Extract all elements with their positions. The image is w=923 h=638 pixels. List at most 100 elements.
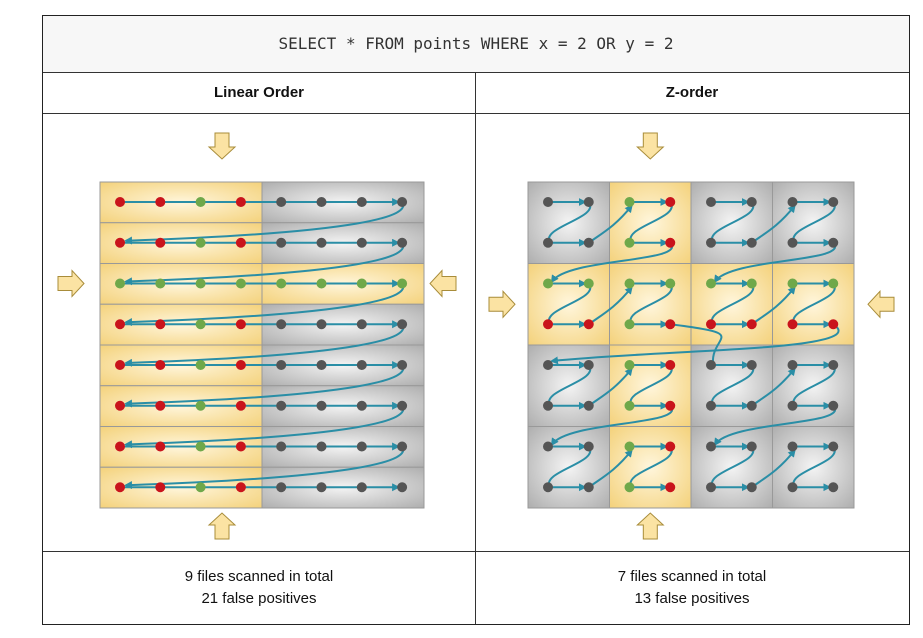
data-point <box>195 360 206 370</box>
data-point <box>316 482 327 493</box>
data-point <box>665 360 676 370</box>
data-point <box>665 237 676 248</box>
data-point <box>195 197 206 207</box>
data-point <box>583 441 594 452</box>
data-point <box>356 400 367 411</box>
data-point <box>155 278 166 289</box>
data-point <box>235 237 246 248</box>
query-text: SELECT * FROM points WHERE x = 2 OR y = … <box>43 16 909 72</box>
data-point <box>195 237 206 248</box>
divider <box>43 72 909 73</box>
data-point <box>746 360 757 370</box>
data-point <box>115 482 125 493</box>
left-arrow-icon <box>867 290 895 319</box>
data-point <box>706 441 716 452</box>
data-point <box>746 237 757 248</box>
data-point <box>787 319 798 330</box>
data-point <box>706 237 716 248</box>
data-point <box>235 319 246 330</box>
path-jump <box>670 323 723 364</box>
data-point <box>316 237 327 248</box>
data-point <box>543 197 553 207</box>
data-point <box>115 400 125 411</box>
data-point <box>543 482 553 493</box>
files-scanned-text: 7 files scanned in total <box>617 568 767 585</box>
data-point <box>706 360 716 370</box>
data-point <box>316 319 327 330</box>
data-point <box>115 237 125 248</box>
z-order-summary: 7 files scanned in total 13 false positi… <box>476 552 908 624</box>
data-point <box>195 441 206 452</box>
data-point <box>115 278 125 289</box>
path-jump <box>713 405 837 447</box>
z-order-heading: Z-order <box>665 84 719 101</box>
data-point <box>397 400 408 411</box>
data-point <box>665 278 676 289</box>
data-point <box>706 400 716 411</box>
divider <box>43 113 909 114</box>
up-arrow-icon <box>636 512 665 540</box>
data-point <box>828 237 839 248</box>
data-point <box>706 319 716 330</box>
data-point <box>543 237 553 248</box>
data-point <box>624 197 635 207</box>
data-point <box>276 237 287 248</box>
data-point <box>397 319 408 330</box>
data-point <box>706 482 716 493</box>
data-point <box>665 197 676 207</box>
data-point <box>828 319 839 330</box>
data-point <box>828 482 839 493</box>
data-point <box>115 319 125 330</box>
path-jump <box>713 242 837 284</box>
comparison-table: SELECT * FROM points WHERE x = 2 OR y = … <box>42 15 910 625</box>
data-point <box>235 278 246 289</box>
data-point <box>624 441 635 452</box>
path-jump <box>550 405 674 447</box>
data-point <box>624 482 635 493</box>
data-point <box>276 400 287 411</box>
data-point <box>276 319 287 330</box>
data-point <box>543 319 553 330</box>
data-point <box>397 237 408 248</box>
data-point <box>583 278 594 289</box>
path-wrap <box>124 242 405 286</box>
data-point <box>115 360 125 370</box>
data-point <box>356 482 367 493</box>
data-point <box>787 278 798 289</box>
data-point <box>195 482 206 493</box>
right-arrow-icon <box>57 269 85 298</box>
data-point <box>155 360 166 370</box>
data-point <box>665 482 676 493</box>
data-point <box>155 237 166 248</box>
down-arrow-icon <box>636 132 665 160</box>
data-point <box>746 482 757 493</box>
column-divider <box>475 73 476 624</box>
data-point <box>624 278 635 289</box>
data-point <box>746 319 757 330</box>
data-point <box>543 360 553 370</box>
data-point <box>316 400 327 411</box>
data-point <box>356 278 367 289</box>
files-scanned-text: 9 files scanned in total <box>184 568 334 585</box>
z-order-diagram <box>488 132 895 540</box>
data-point <box>787 400 798 411</box>
data-point <box>356 441 367 452</box>
data-point <box>787 360 798 370</box>
data-point <box>828 278 839 289</box>
left-arrow-icon <box>429 269 457 298</box>
data-point <box>195 319 206 330</box>
data-point <box>235 360 246 370</box>
data-point <box>787 482 798 493</box>
data-point <box>155 319 166 330</box>
linear-order-summary: 9 files scanned in total 21 false positi… <box>43 552 475 624</box>
data-point <box>583 360 594 370</box>
data-point <box>276 197 287 207</box>
data-point <box>276 482 287 493</box>
data-point <box>583 197 594 207</box>
data-point <box>316 441 327 452</box>
data-point <box>195 400 206 411</box>
data-point <box>624 400 635 411</box>
data-point <box>787 237 798 248</box>
divider <box>43 551 909 552</box>
data-point <box>276 441 287 452</box>
